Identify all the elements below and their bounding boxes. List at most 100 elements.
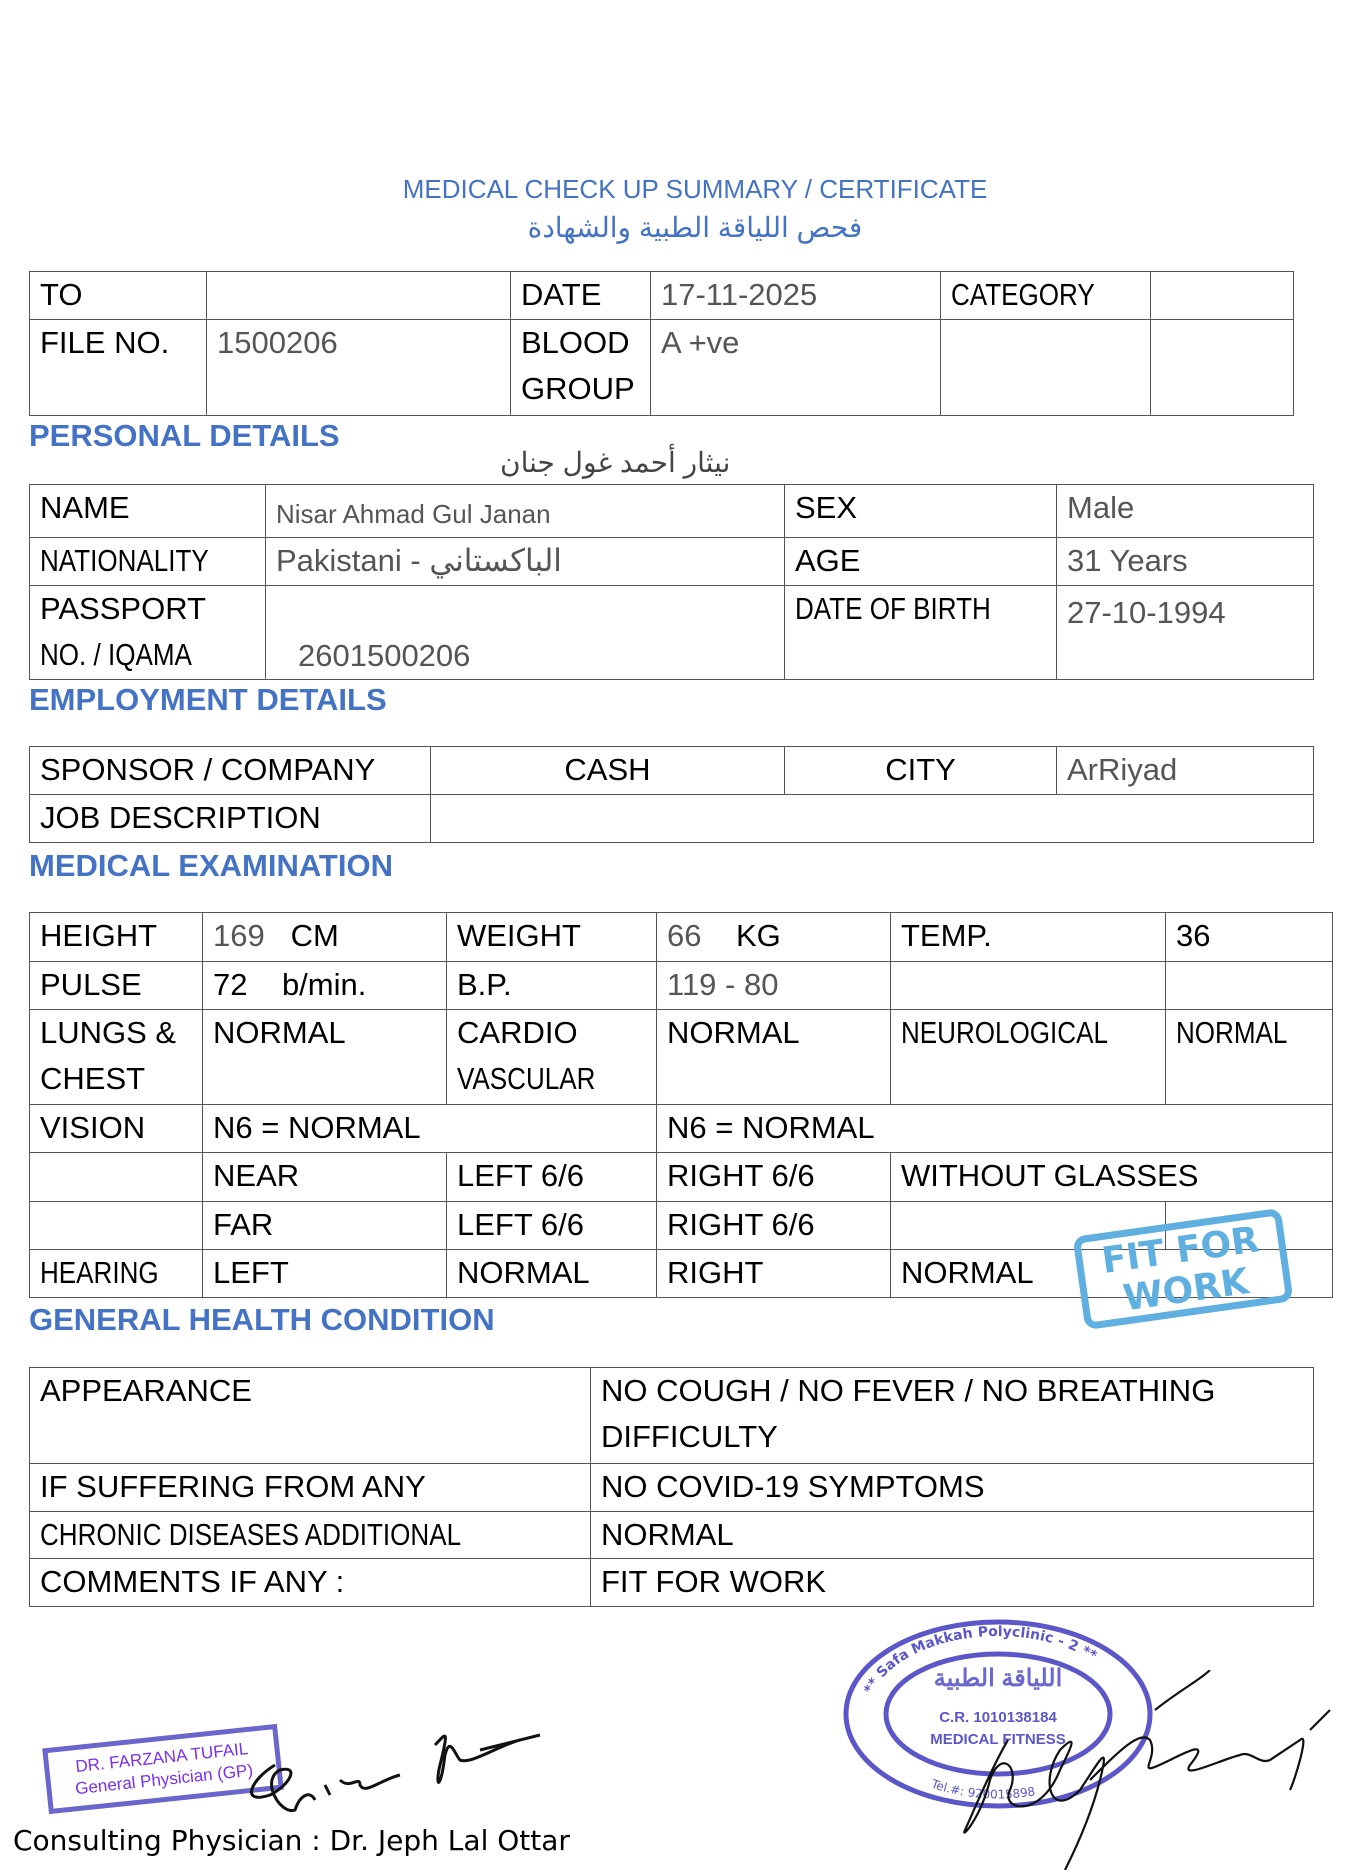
pulse-value: 72	[213, 967, 248, 1002]
personal-table: NAME Nisar Ahmad Gul Janan SEX Male NATI…	[29, 484, 1314, 680]
medical-table: HEIGHT 169 CM WEIGHT 66 KG TEMP. 36 PULS…	[29, 912, 1333, 1298]
stamp-cr: C.R. 1010138184	[939, 1709, 1057, 1726]
sex-label: SEX	[784, 484, 1057, 538]
cardio-label: CARDIO VASCULAR	[446, 1009, 657, 1105]
comments-label: COMMENTS IF ANY :	[29, 1558, 591, 1607]
file-value: 1500206	[206, 319, 511, 416]
chronic-value: NORMAL	[590, 1511, 1314, 1559]
employment-table: SPONSOR / COMPANY CASH CITY ArRiyad JOB …	[29, 746, 1314, 843]
lungs-label-2: CHEST	[40, 1061, 146, 1096]
bp-label: B.P.	[446, 961, 657, 1010]
lungs-value: NORMAL	[202, 1009, 447, 1105]
category-label: CATEGORY	[940, 271, 1151, 320]
lungs-label-1: LUNGS &	[40, 1015, 177, 1050]
general-health-table: APPEARANCE NO COUGH / NO FEVER / NO BREA…	[29, 1367, 1314, 1607]
weight-label: WEIGHT	[446, 912, 657, 962]
hearing-label-text: HEARING	[40, 1255, 159, 1290]
bp-value: 119 - 80	[656, 961, 891, 1010]
blood-label-1: BLOOD	[521, 325, 630, 360]
chronic-label-text: CHRONIC DISEASES ADDITIONAL	[40, 1517, 462, 1552]
near-label: NEAR	[202, 1152, 447, 1202]
date-label: DATE	[510, 271, 651, 320]
weight-unit: KG	[735, 918, 781, 953]
hearing-right-value: NORMAL	[890, 1249, 1333, 1298]
general-health-heading: GENERAL HEALTH CONDITION	[29, 1302, 495, 1337]
to-value	[206, 271, 511, 320]
temp-label: TEMP.	[890, 912, 1166, 962]
signature-stroke	[250, 1733, 541, 1812]
to-label: TO	[29, 271, 207, 320]
neuro-value-text: NORMAL	[1176, 1015, 1288, 1050]
suffering-value: NO COVID-19 SYMPTOMS	[590, 1463, 1314, 1512]
hearing-label: HEARING	[29, 1249, 203, 1298]
age-value: 31 Years	[1056, 537, 1314, 586]
lungs-label: LUNGS & CHEST	[29, 1009, 203, 1105]
passport-label: PASSPORT NO. / IQAMA	[29, 585, 266, 680]
job-label: JOB DESCRIPTION	[29, 794, 431, 843]
appearance-label: APPEARANCE	[29, 1367, 591, 1464]
blood-group-label: BLOOD GROUP	[510, 319, 651, 416]
neuro-value: NORMAL	[1165, 1009, 1333, 1105]
summary-table: TO DATE 17-11-2025 CATEGORY FILE NO. 150…	[29, 271, 1294, 416]
height-cell: 169 CM	[202, 912, 447, 962]
hearing-left-value: NORMAL	[446, 1249, 657, 1298]
sponsor-value: CASH	[430, 746, 785, 795]
nationality-value: Pakistani - الباكستاني	[265, 537, 785, 586]
vision-left: N6 = NORMAL	[202, 1104, 657, 1153]
clinic-stamp: ** Safa Makkah Polyclinic - 2 ** Tel.#: …	[843, 1619, 1153, 1809]
dob-value: 27-10-1994	[1056, 585, 1314, 680]
near-note: WITHOUT GLASSES	[890, 1152, 1333, 1202]
nationality-label-text: NATIONALITY	[40, 543, 209, 578]
far-label: FAR	[202, 1201, 447, 1250]
weight-value: 66	[667, 918, 702, 953]
far-left: LEFT 6/6	[446, 1201, 657, 1250]
near-right: RIGHT 6/6	[656, 1152, 891, 1202]
signature-stroke	[963, 1670, 1331, 1870]
stamp-outer-ring	[843, 1619, 1153, 1809]
dob-label-text: DATE OF BIRTH	[795, 591, 991, 626]
hearing-right-label: RIGHT	[656, 1249, 891, 1298]
vision-right: N6 = NORMAL	[656, 1104, 1333, 1153]
physician-signature-right	[963, 1670, 1331, 1870]
height-label: HEIGHT	[29, 912, 203, 962]
stamp-type: MEDICAL FITNESS	[930, 1731, 1066, 1748]
job-value	[430, 794, 1314, 843]
neuro-label-text: NEUROLOGICAL	[901, 1015, 1108, 1050]
passport-label-1: PASSPORT	[40, 591, 206, 626]
stamp-inner-ring	[883, 1651, 1113, 1777]
employment-details-heading: EMPLOYMENT DETAILS	[29, 682, 387, 717]
pulse-cell: 72 b/min.	[202, 961, 447, 1010]
medical-examination-heading: MEDICAL EXAMINATION	[29, 848, 393, 883]
city-value: ArRiyad	[1056, 746, 1314, 795]
appearance-value-1: NO COUGH / NO FEVER / NO BREATHING	[601, 1373, 1216, 1408]
personal-details-heading: PERSONAL DETAILS	[29, 418, 340, 453]
height-value: 169	[213, 918, 265, 953]
passport-label-2: NO. / IQAMA	[40, 637, 192, 672]
far-right: RIGHT 6/6	[656, 1201, 891, 1250]
weight-cell: 66 KG	[656, 912, 891, 962]
sponsor-label: SPONSOR / COMPANY	[29, 746, 431, 795]
neuro-label: NEUROLOGICAL	[890, 1009, 1166, 1105]
suffering-label: IF SUFFERING FROM ANY	[29, 1463, 591, 1512]
physician-signature-left	[250, 1733, 541, 1812]
age-label: AGE	[784, 537, 1057, 586]
file-label: FILE NO.	[29, 319, 207, 416]
sex-value: Male	[1056, 484, 1314, 538]
pulse-label: PULSE	[29, 961, 203, 1010]
category-value	[1150, 271, 1294, 320]
category-label-text: CATEGORY	[951, 277, 1095, 312]
height-unit: CM	[290, 918, 339, 953]
consulting-physician: Consulting Physician : Dr. Jeph Lal Otta…	[13, 1824, 570, 1857]
name-label: NAME	[29, 484, 266, 538]
cardio-label-1: CARDIO	[457, 1015, 578, 1050]
blood-label-2: GROUP	[521, 371, 635, 406]
stamp-arabic: اللياقة الطبية	[934, 1665, 1063, 1692]
cardio-value: NORMAL	[656, 1009, 891, 1105]
vision-label: VISION	[29, 1104, 203, 1153]
certificate-title-arabic: فحص اللياقة الطبية والشهادة	[527, 212, 863, 243]
name-arabic: نيثار أحمد غول جنان	[500, 447, 731, 478]
cardio-label-2: VASCULAR	[457, 1061, 596, 1096]
pulse-unit: b/min.	[281, 967, 367, 1002]
hearing-left-label: LEFT	[202, 1249, 447, 1298]
